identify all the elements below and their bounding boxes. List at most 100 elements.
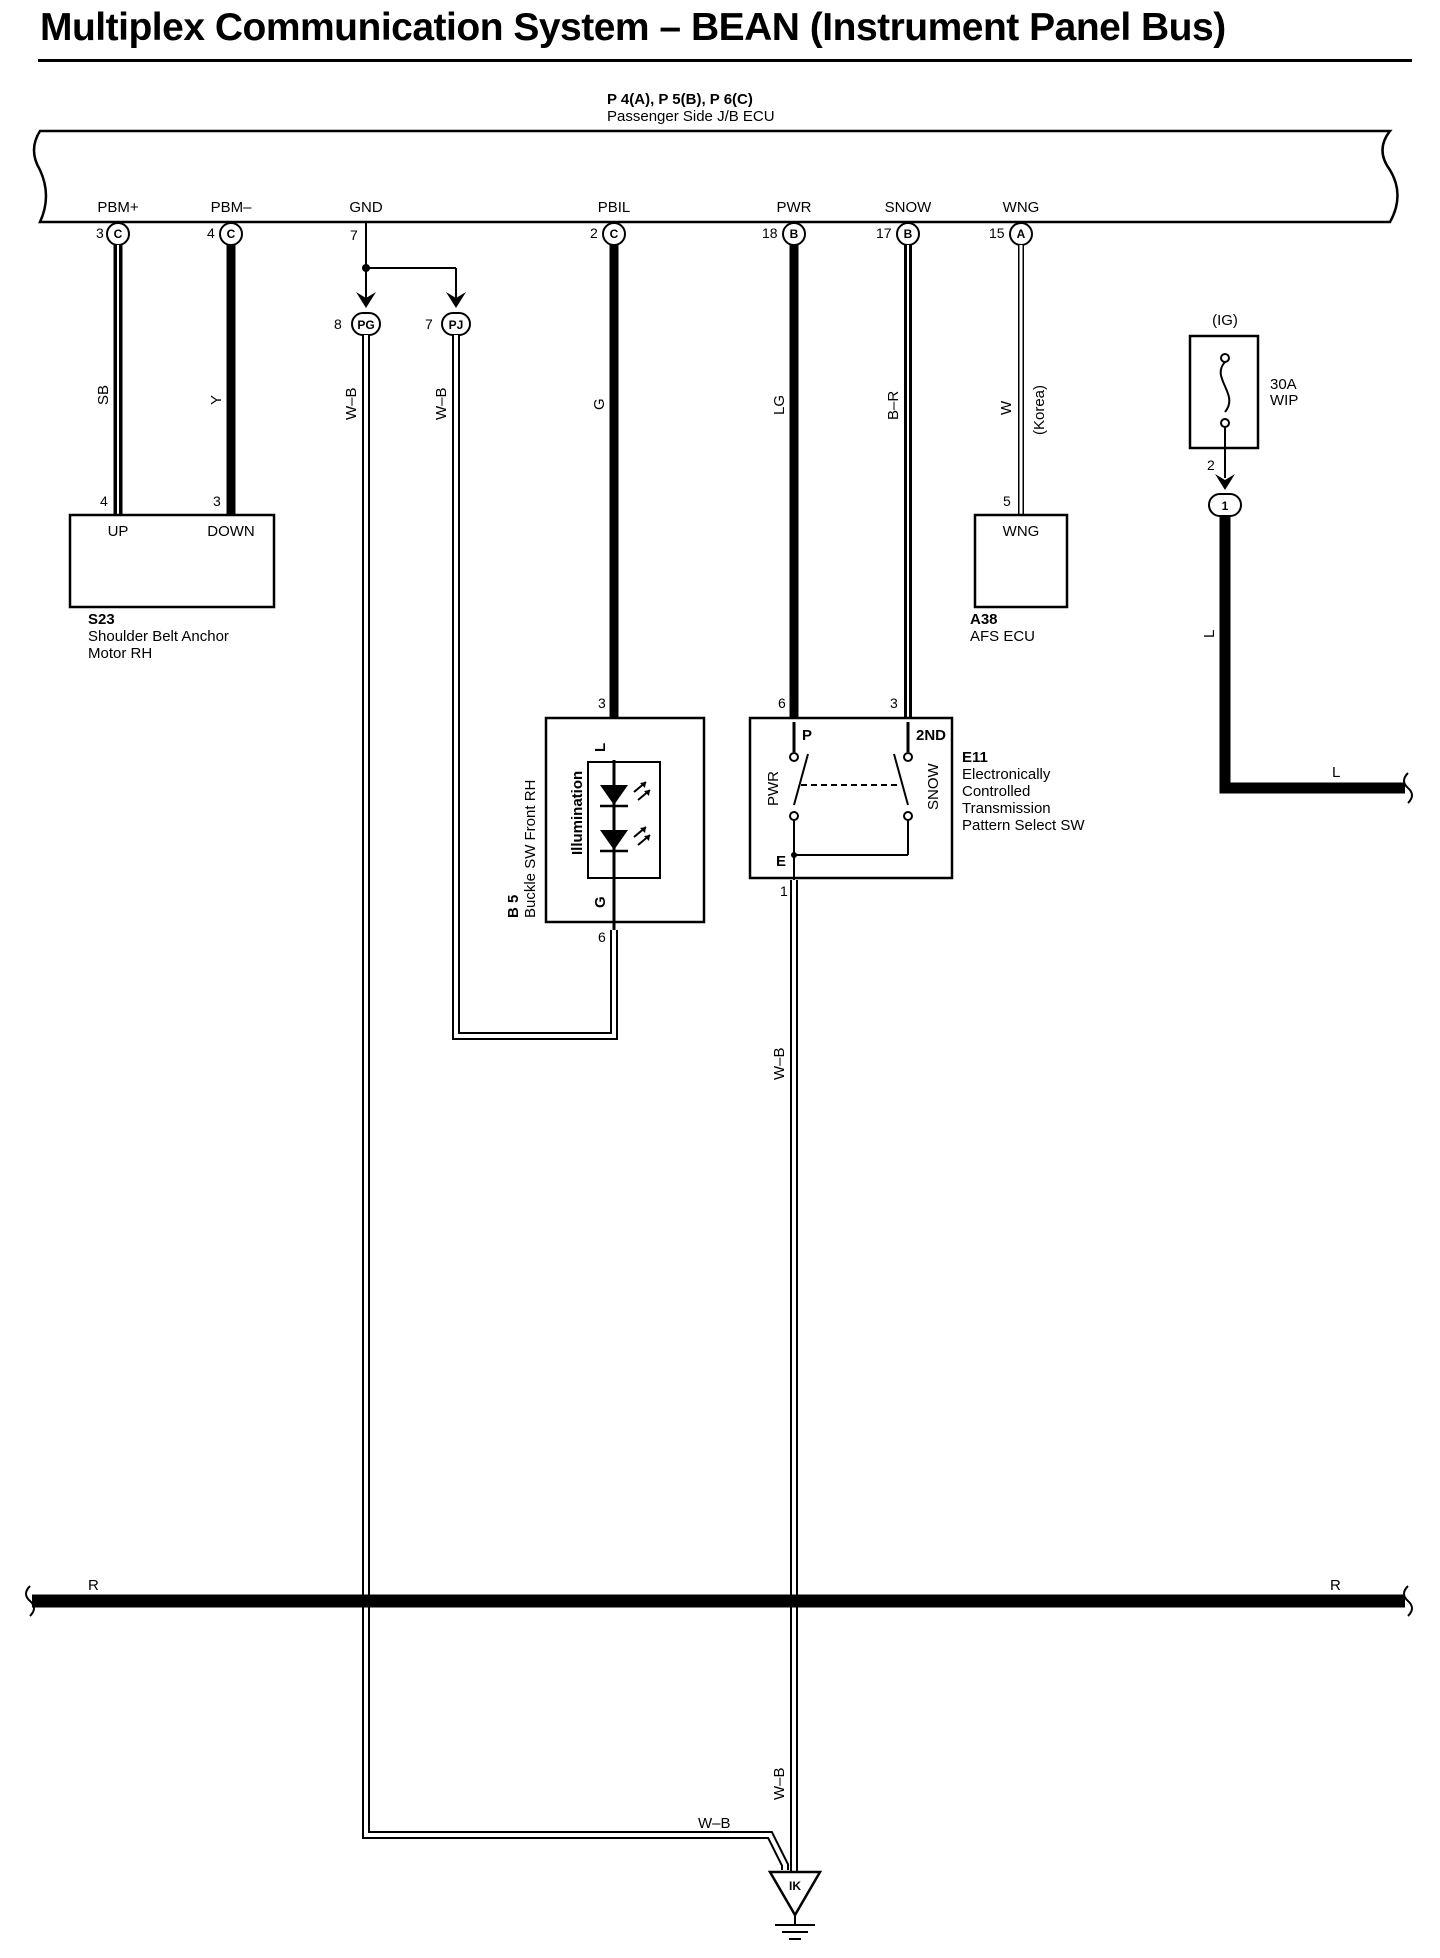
wire-color-b-r: B–R	[885, 391, 902, 420]
component-a38	[973, 513, 1069, 609]
b5-terminal-g: G	[592, 896, 609, 908]
led-icon	[600, 781, 651, 808]
pin-number: 5	[1003, 493, 1011, 509]
connector-circle: A	[1009, 222, 1033, 246]
svg-text:1: 1	[1222, 499, 1229, 513]
svg-text:A: A	[1017, 227, 1026, 241]
ecu-terminal-pwr: PWR	[777, 199, 812, 216]
e11-pwr-label: PWR	[765, 771, 782, 806]
wire-gnd-pj	[452, 335, 618, 1040]
component-s23	[68, 513, 276, 609]
svg-text:B: B	[790, 227, 799, 241]
fuse-icon	[1219, 353, 1231, 448]
ecu-name: Passenger Side J/B ECU	[607, 108, 775, 125]
a38-code: A38	[970, 611, 998, 628]
pin-number: 15	[989, 225, 1005, 241]
switch-icon	[789, 722, 913, 858]
wire-color-l: L	[1201, 630, 1218, 638]
pin-number: 8	[334, 316, 342, 332]
b5-name: Buckle SW Front RH	[522, 780, 539, 918]
e11-terminal-2nd: 2ND	[916, 727, 946, 744]
s23-code: S23	[88, 611, 115, 628]
connector-circle: C	[219, 222, 243, 246]
ecu-connectors: P 4(A), P 5(B), P 6(C)	[607, 91, 753, 108]
wire-color-sb: SB	[95, 385, 112, 405]
wire-gnd-split	[315, 221, 480, 308]
ground-id: IK	[789, 1879, 801, 1893]
led-icon	[600, 826, 651, 853]
connector-circle: B	[896, 222, 920, 246]
pin-number: 7	[425, 316, 433, 332]
wire-color-g: G	[591, 398, 608, 410]
e11-snow-label: SNOW	[925, 762, 942, 810]
wire-color-w-b: W–B	[771, 1767, 788, 1800]
b5-code: B 5	[505, 895, 522, 918]
ecu-terminal-snow: SNOW	[885, 199, 933, 216]
b5-terminal-l: L	[592, 743, 609, 752]
connector-circle: C	[106, 222, 130, 246]
title-rule	[38, 59, 1412, 62]
pin-number: 1	[780, 883, 788, 899]
junction-1: 1	[1208, 493, 1242, 517]
ground-triangle-icon	[767, 1870, 823, 1918]
svg-text:C: C	[610, 227, 619, 241]
wire-color-l: L	[1332, 764, 1340, 781]
e11-name: Pattern Select SW	[962, 817, 1085, 834]
wire-break-icon	[1403, 772, 1413, 804]
wire-note-korea: (Korea)	[1031, 385, 1048, 435]
wire-color-r: R	[88, 1577, 99, 1594]
wire-color-w-b: W–B	[698, 1815, 731, 1832]
wire-color-w-b: W–B	[771, 1047, 788, 1080]
e11-terminal-p: P	[802, 727, 812, 744]
wire-break-icon	[1403, 1585, 1413, 1617]
junction-arrow-icon	[1215, 474, 1235, 490]
svg-text:C: C	[114, 227, 123, 241]
pin-number: 18	[762, 225, 778, 241]
pin-number: 6	[778, 695, 786, 711]
wire-color-r: R	[1330, 1577, 1341, 1594]
svg-text:PJ: PJ	[449, 318, 464, 332]
e11-name: Transmission	[962, 800, 1051, 817]
s23-name: Motor RH	[88, 645, 152, 662]
ground-icon	[775, 1915, 815, 1940]
pin-number: 3	[890, 695, 898, 711]
wire-gnd-pg	[362, 335, 789, 1870]
e11-terminal-e: E	[776, 853, 786, 870]
ecu-terminal-pbm-plus: PBM+	[97, 199, 139, 216]
component-e11	[748, 716, 954, 880]
ecu-box	[32, 129, 1399, 224]
wire-color-w-b: W–B	[433, 387, 450, 420]
ecu-terminal-pbil: PBIL	[598, 199, 631, 216]
s23-terminal-up: UP	[108, 523, 129, 540]
s23-name: Shoulder Belt Anchor	[88, 628, 229, 645]
wire-color-w-b: W–B	[343, 387, 360, 420]
pin-number: 3	[213, 493, 221, 509]
a38-name: AFS ECU	[970, 628, 1035, 645]
e11-name: Controlled	[962, 783, 1030, 800]
e11-name: Electronically	[962, 766, 1051, 783]
s23-terminal-down: DOWN	[207, 523, 255, 540]
svg-text:PG: PG	[357, 318, 374, 332]
wire-ig	[1219, 516, 1405, 794]
pin-number: 3	[598, 695, 606, 711]
svg-text:C: C	[227, 227, 236, 241]
pin-number: 2	[1207, 457, 1215, 473]
svg-text:B: B	[904, 227, 913, 241]
connector-circle: C	[602, 222, 626, 246]
pin-number: 2	[590, 225, 598, 241]
junction-pj: PJ	[441, 312, 471, 336]
pin-number: 4	[100, 493, 108, 509]
pin-number: 6	[598, 929, 606, 945]
junction-pg: PG	[351, 312, 381, 336]
pin-number: 7	[350, 227, 358, 243]
ecu-terminal-pbm-minus: PBM–	[211, 199, 253, 216]
wire-break-icon	[25, 1585, 35, 1617]
wire-color-lg: LG	[771, 395, 788, 415]
wire-color-y: Y	[208, 395, 225, 405]
fuse-source: (IG)	[1212, 312, 1238, 329]
wire-color-w: W	[998, 400, 1015, 415]
page-title: Multiplex Communication System – BEAN (I…	[40, 6, 1226, 49]
a38-terminal-wng: WNG	[1003, 523, 1040, 540]
pin-number: 4	[207, 225, 215, 241]
